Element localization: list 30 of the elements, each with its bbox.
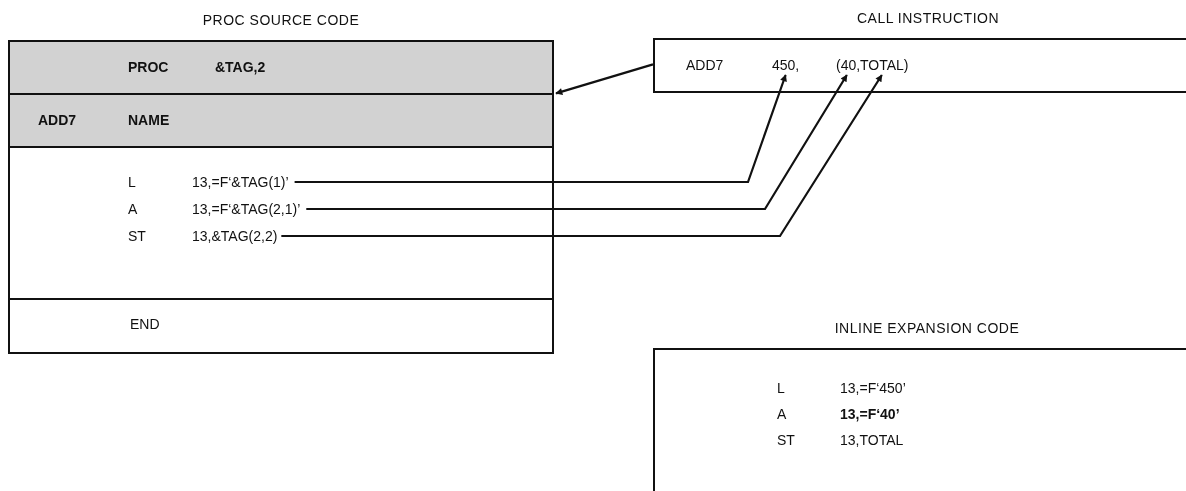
panel-title: PROC SOURCE CODE: [201, 12, 361, 28]
code-text: 13,=F‘&TAG(1)’: [192, 174, 289, 190]
code-text: ADD7: [686, 57, 724, 73]
operand-text: 450,: [772, 57, 800, 73]
shaded-row: [10, 95, 552, 148]
panel-title: INLINE EXPANSION CODE: [833, 320, 1021, 336]
code-text: &TAG,2: [215, 59, 266, 75]
code-text: A: [128, 201, 139, 217]
code-text: A: [777, 406, 787, 422]
code-text: END: [130, 316, 160, 332]
arrow: [294, 74, 787, 184]
code-text: 13,=F‘450’: [840, 380, 906, 396]
code-text: PROC: [128, 59, 169, 75]
arrow: [281, 74, 883, 238]
code-text: 13,=F‘40’: [840, 406, 900, 422]
code-text: L: [777, 380, 785, 396]
operand-text: (40,: [836, 57, 861, 73]
code-text: 13,TOTAL: [840, 432, 904, 448]
code-text: 13,&TAG(2,2): [192, 228, 278, 244]
code-text: L: [128, 174, 137, 190]
code-text: ST: [128, 228, 147, 244]
panel-title: CALL INSTRUCTION: [855, 10, 1001, 26]
arrow: [306, 74, 848, 211]
operand-text: TOTAL): [860, 57, 909, 73]
code-text: ADD7: [38, 112, 77, 128]
code-text: NAME: [128, 112, 170, 128]
arrow: [555, 63, 654, 95]
code-text: 13,=F‘&TAG(2,1)’: [192, 201, 301, 217]
code-text: ST: [777, 432, 795, 448]
shaded-row: [10, 42, 552, 95]
